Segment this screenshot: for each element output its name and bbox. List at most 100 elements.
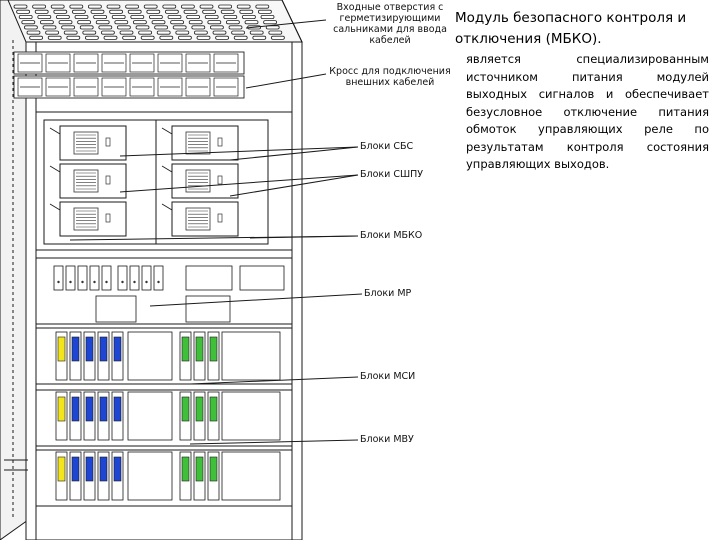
inlet-slot bbox=[58, 20, 73, 25]
io-module-front bbox=[99, 336, 108, 362]
io-module-front bbox=[85, 336, 94, 362]
page-title: Модуль безопасного контроля и отключения… bbox=[455, 10, 687, 47]
mr-led bbox=[69, 280, 72, 284]
psu-switch bbox=[105, 213, 111, 223]
inlet-slot bbox=[209, 25, 224, 30]
inlet-slot bbox=[228, 25, 243, 30]
psu-switch bbox=[105, 137, 111, 147]
callout-cross: Кросс для подключения внешних кабелей bbox=[329, 66, 451, 88]
callout-inlets: Входные отверстия с герметизирующими сал… bbox=[333, 2, 447, 46]
mr-led bbox=[145, 280, 148, 284]
io-module-front bbox=[195, 336, 204, 362]
shelf-mvu-1 bbox=[35, 389, 293, 447]
inlet-slot bbox=[95, 20, 110, 25]
inlet-slot bbox=[47, 35, 62, 40]
inlet-slot bbox=[244, 20, 259, 25]
inlet-slot bbox=[16, 9, 31, 14]
mr-module bbox=[101, 265, 112, 291]
callout-msi: Блоки МСИ bbox=[360, 371, 416, 382]
inlet-slot bbox=[103, 35, 118, 40]
inlet-slot bbox=[225, 20, 240, 25]
io-module-front bbox=[181, 396, 190, 422]
inlet-slot bbox=[72, 9, 86, 14]
power-shelf bbox=[35, 111, 293, 251]
io-module-front bbox=[209, 396, 218, 422]
inlet-slot bbox=[74, 14, 89, 19]
io-module-front bbox=[99, 396, 108, 422]
leader-line bbox=[119, 146, 359, 157]
io-module-front bbox=[181, 456, 190, 482]
inlet-slot bbox=[146, 9, 161, 14]
io-module-front bbox=[209, 456, 218, 482]
inlet-slot bbox=[156, 30, 171, 35]
inlet-slot bbox=[23, 25, 38, 30]
inlet-slot bbox=[162, 4, 177, 9]
inlet-slot bbox=[13, 4, 28, 9]
inlet-slot bbox=[151, 20, 166, 25]
mr-module bbox=[153, 265, 164, 291]
inlet-slot bbox=[106, 4, 121, 9]
inlet-slot bbox=[207, 20, 222, 25]
mr-module bbox=[129, 265, 140, 291]
inlet-slot bbox=[223, 14, 238, 19]
inlet-slot bbox=[148, 14, 163, 19]
inlet-slot bbox=[111, 14, 126, 19]
mr-module bbox=[53, 265, 64, 291]
inlet-slot bbox=[270, 35, 285, 40]
io-module-front bbox=[85, 396, 94, 422]
inlet-slot bbox=[140, 35, 155, 40]
inlet-slot bbox=[154, 25, 169, 30]
inlet-slot bbox=[183, 9, 198, 14]
inlet-slot bbox=[236, 4, 251, 9]
inlet-slot bbox=[263, 20, 278, 25]
mr-blank-panel bbox=[95, 295, 137, 323]
inlet-slot bbox=[114, 20, 129, 25]
inlet-slot bbox=[260, 14, 275, 19]
inlet-slot bbox=[32, 4, 46, 9]
inlet-slot bbox=[215, 35, 230, 40]
inlet-slot bbox=[241, 14, 256, 19]
shelf-msi bbox=[35, 327, 293, 385]
inlet-slot bbox=[85, 35, 99, 40]
psu-switch bbox=[217, 213, 223, 223]
psu-switch bbox=[217, 137, 223, 147]
inlet-slot bbox=[231, 30, 246, 35]
inlet-slot bbox=[26, 30, 41, 35]
callout-mr: Блоки МР bbox=[364, 288, 412, 299]
inlet-slot bbox=[109, 9, 123, 14]
inlet-slot bbox=[239, 9, 254, 14]
io-module-front bbox=[57, 396, 66, 422]
inlet-slot bbox=[29, 35, 44, 40]
psu-switch bbox=[217, 175, 223, 185]
psu-edge bbox=[49, 203, 61, 211]
inlet-slot bbox=[61, 25, 75, 30]
mr-led bbox=[81, 280, 84, 284]
inlet-slot bbox=[56, 14, 70, 19]
io-module-front bbox=[99, 456, 108, 482]
inlet-slot bbox=[218, 4, 233, 9]
inlet-slot bbox=[204, 14, 219, 19]
psu-switch bbox=[105, 175, 111, 185]
inlet-slot bbox=[255, 4, 270, 9]
inlet-slot bbox=[191, 25, 206, 30]
psu-edge bbox=[49, 127, 61, 135]
inlet-slot bbox=[177, 35, 192, 40]
leader-line bbox=[189, 439, 359, 445]
inlet-slot bbox=[202, 9, 217, 14]
leader-line bbox=[249, 235, 359, 239]
inlet-slot bbox=[119, 30, 134, 35]
inlet-slot bbox=[21, 20, 36, 25]
leader-line bbox=[245, 19, 327, 29]
inlet-slot bbox=[180, 4, 195, 9]
io-module-front bbox=[195, 456, 204, 482]
inlet-slot bbox=[193, 30, 208, 35]
mr-module bbox=[65, 265, 76, 291]
mr-led bbox=[105, 280, 108, 284]
inlet-slot bbox=[186, 14, 201, 19]
psu-edge bbox=[49, 165, 61, 173]
mr-modules bbox=[53, 265, 285, 323]
psu-edge bbox=[161, 203, 173, 211]
psu-edge bbox=[161, 127, 173, 135]
inlet-slot bbox=[88, 4, 102, 9]
inlet-slot bbox=[159, 35, 174, 40]
